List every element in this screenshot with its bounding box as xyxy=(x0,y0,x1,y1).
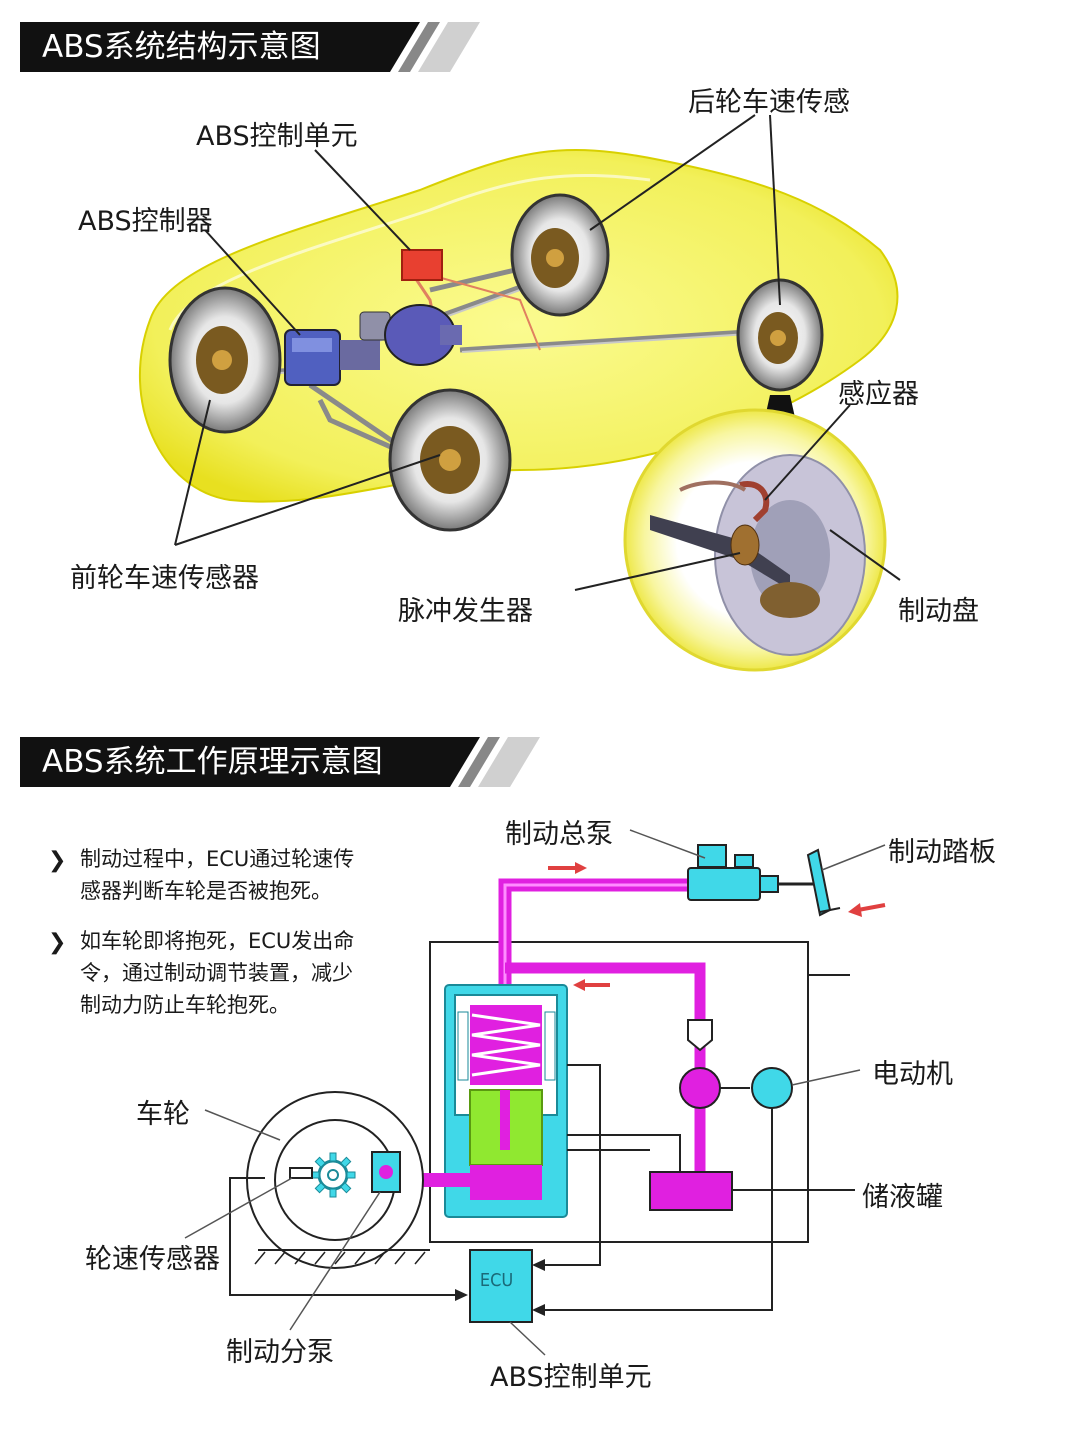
abs-controller-assembly xyxy=(284,304,462,386)
section2-banner-tail xyxy=(440,737,540,787)
section1-title-banner: ABS系统结构示意图 xyxy=(20,22,380,72)
motor xyxy=(751,1067,793,1109)
note-2-line-1: 如车轮即将抱死，ECU发出命 xyxy=(80,929,355,953)
label-wheel-cylinder: 制动分泵 xyxy=(226,1337,334,1368)
label-abs-control-unit-2: ABS控制单元 xyxy=(490,1362,652,1393)
label-rear-wheel-sensor: 后轮车速传感 xyxy=(688,87,850,118)
rear-left-wheel xyxy=(510,193,610,317)
ecu-box xyxy=(469,1249,533,1323)
front-left-wheel xyxy=(168,286,282,434)
note-2-line-3: 制动力防止车轮抱死。 xyxy=(80,993,290,1017)
tone-ring-gear xyxy=(310,1152,356,1198)
label-master-cylinder: 制动总泵 xyxy=(505,819,613,850)
note-2: ❯ 如车轮即将抱死，ECU发出命 令，通过制动调节装置，减少 制动力防止车轮抱死… xyxy=(48,925,354,1021)
section1-banner-tail xyxy=(380,22,480,72)
note-1: ❯ 制动过程中，ECU通过轮速传 感器判断车轮是否被抱死。 xyxy=(48,843,354,907)
check-valve xyxy=(687,1019,713,1052)
section2-title: ABS系统工作原理示意图 xyxy=(42,744,383,780)
brake-pedal xyxy=(806,848,841,917)
wheel-speed-sensor-body xyxy=(289,1167,313,1179)
chevron-right-icon: ❯ xyxy=(48,930,67,955)
hydraulic-unit-enclosure xyxy=(429,941,809,1243)
label-abs-control-unit: ABS控制单元 xyxy=(196,121,358,152)
label-inductor: 感应器 xyxy=(838,379,919,410)
chevron-right-icon: ❯ xyxy=(48,848,67,873)
label-pulse-generator: 脉冲发生器 xyxy=(398,596,533,627)
label-reservoir: 储液罐 xyxy=(862,1182,943,1213)
abs-working-schematic xyxy=(184,829,886,1356)
section2-title-banner: ABS系统工作原理示意图 xyxy=(20,737,440,787)
front-right-wheel xyxy=(388,388,512,532)
label-abs-controller: ABS控制器 xyxy=(78,206,213,237)
label-brake-disc: 制动盘 xyxy=(898,596,979,627)
rear-right-wheel xyxy=(736,278,824,392)
label-front-wheel-sensor: 前轮车速传感器 xyxy=(70,563,259,594)
note-2-line-2: 令，通过制动调节装置，减少 xyxy=(80,961,353,985)
fluid-reservoir xyxy=(649,1171,733,1211)
abs-structure-diagram xyxy=(139,114,901,672)
master-cylinder xyxy=(687,844,779,901)
section1-title: ABS系统结构示意图 xyxy=(42,29,321,65)
pump xyxy=(679,1067,721,1109)
ecu-label: ECU xyxy=(479,1270,514,1291)
sensor-zoom-inset xyxy=(623,408,887,672)
note-1-line-2: 感器判断车轮是否被抱死。 xyxy=(80,879,332,903)
wheel-assembly xyxy=(246,1091,424,1269)
note-1-line-1: 制动过程中，ECU通过轮速传 xyxy=(80,847,355,871)
label-brake-pedal: 制动踏板 xyxy=(888,837,996,868)
label-motor: 电动机 xyxy=(872,1059,953,1090)
label-wheel-speed-sensor: 轮速传感器 xyxy=(85,1244,220,1275)
abs-control-unit-box xyxy=(401,249,443,281)
label-wheel: 车轮 xyxy=(136,1099,190,1130)
